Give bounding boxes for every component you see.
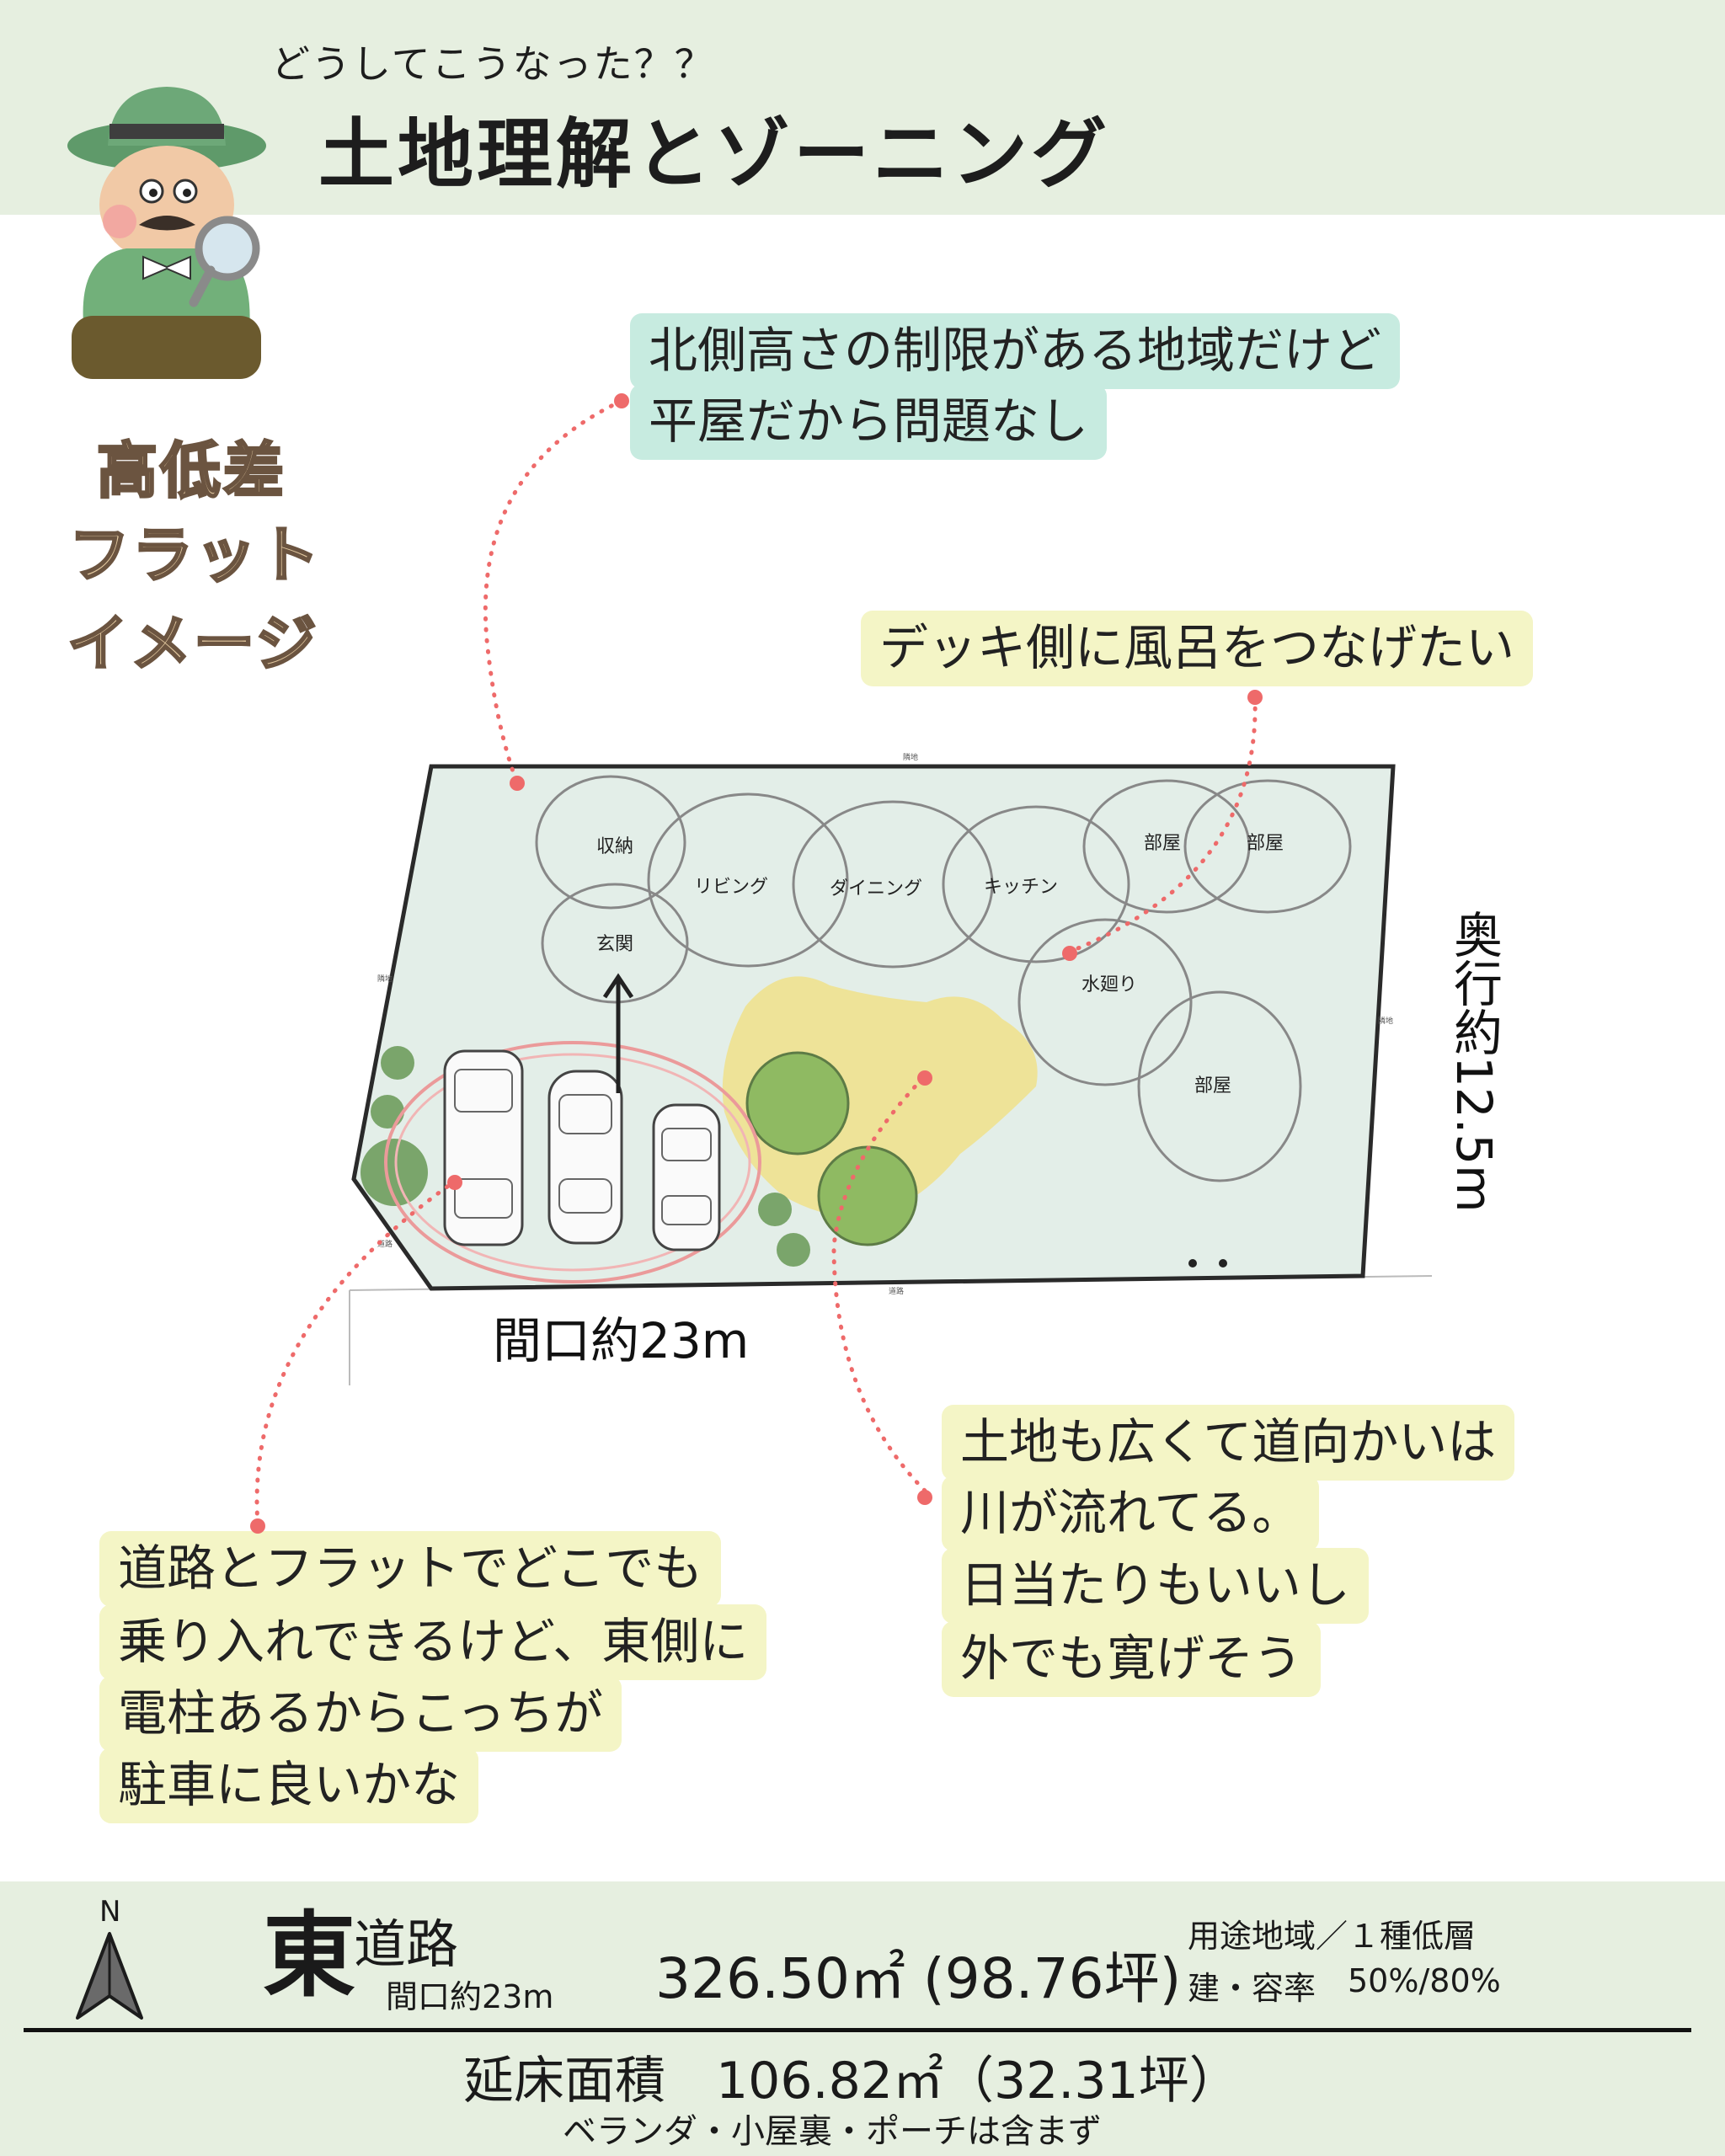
room-label-room1: 部屋 [1144, 833, 1181, 854]
detective-illustration [67, 87, 266, 379]
road-label: 道路 [354, 1913, 459, 1975]
bubble-height-limit-line-2: 平屋だから問題なし [630, 384, 1108, 460]
bubble-parking-line-4: 駐車に良いかな [99, 1748, 479, 1823]
road-frontage: 間口約23m [386, 1978, 554, 2015]
car-2 [547, 1070, 623, 1245]
leader-dot [250, 1518, 265, 1534]
leader-dot [1247, 690, 1263, 705]
side-label-image: イメージ [67, 607, 319, 680]
parking-zone-inner [394, 1053, 751, 1272]
frontage-label: 間口約23m [493, 1312, 750, 1369]
pupil-left [149, 189, 158, 197]
room-circle-room1 [1082, 779, 1251, 914]
leader-height-limit [483, 398, 624, 786]
bubble-parking-line-3: 電柱あるからこっちが [99, 1676, 622, 1752]
bubble-parking-line-2: 乗り入れできるけど、東側に [99, 1604, 767, 1680]
legs [72, 316, 261, 379]
shrub [360, 1139, 428, 1206]
room-label-room2: 部屋 [1247, 833, 1284, 854]
side-label-flat: フラット [67, 519, 323, 592]
leader-dot [917, 1070, 932, 1086]
room-circle-room2 [1183, 779, 1352, 914]
site-area: 326.50㎡ (98.76坪) [655, 1946, 1182, 2011]
coverage-label: 建・容率 [1188, 1970, 1316, 2007]
parking-zone [384, 1041, 761, 1283]
tree [817, 1145, 918, 1246]
edge-label-bottom: 道路 [889, 1286, 904, 1296]
bubble-river-line-4: 外でも寛げそう [942, 1621, 1322, 1697]
room-label-entrance: 玄関 [596, 934, 633, 955]
leader-bath-deck [1067, 695, 1258, 954]
room-circle-entrance [541, 883, 689, 1004]
depth-label: 奥行約12.5m [1445, 910, 1503, 1213]
side-label-elevation: 高低差 [95, 435, 287, 508]
pupil-right [183, 189, 191, 197]
footer-band [0, 1881, 1725, 2156]
floor-area-note: ベランダ・小屋裏・ポーチは含まず [563, 2112, 1102, 2151]
utility-pole-dot [1188, 1259, 1197, 1267]
page-title: 土地理解とゾーニング [318, 110, 1110, 199]
room-label-kitchen: キッチン [984, 877, 1058, 898]
shrub [777, 1233, 810, 1267]
magnifier-lens [195, 216, 260, 281]
bubble-bath-deck: デッキ側に風呂をつなげたい [861, 611, 1534, 686]
edge-label-top: 隣地 [903, 752, 918, 762]
coverage-value: 50%/80% [1348, 1962, 1501, 1999]
garden-area [722, 976, 1038, 1217]
car-3 [652, 1103, 721, 1251]
room-label-room3: 部屋 [1194, 1075, 1231, 1097]
room-circle-room3 [1137, 990, 1302, 1182]
bubble-parking-line-1: 道路とフラットでどこでも [99, 1531, 722, 1607]
leader-dot [614, 393, 629, 408]
leader-dot [917, 1490, 932, 1505]
road-direction: 東 [263, 1902, 355, 2009]
room-circle-living [647, 792, 849, 968]
edge-label-left: 隣地 [377, 974, 393, 984]
leader-dot [510, 776, 525, 791]
magnifier-handle [189, 265, 216, 307]
tree [745, 1051, 850, 1155]
header-kicker: どうしてこうなった？？ [271, 41, 715, 87]
floor-area: 延床面積 106.82㎡（32.31坪） [463, 2052, 1240, 2111]
info-divider [24, 2028, 1691, 2032]
room-circle-dining [792, 800, 994, 969]
room-label-storage: 収納 [596, 836, 633, 857]
mustache [139, 216, 195, 231]
shrub [381, 1046, 414, 1080]
car-1 [443, 1049, 524, 1246]
room-circle-storage [535, 775, 686, 910]
room-label-dining: ダイニング [830, 878, 922, 899]
utility-pole-dot [1219, 1259, 1227, 1267]
entrance-arrow-head [602, 973, 634, 999]
bowtie [142, 255, 191, 280]
bubble-height-limit-line-1: 北側高さの制限がある地域だけど [630, 313, 1401, 389]
bubble-river-line-3: 日当たりもいいし [942, 1548, 1369, 1624]
header-band [0, 0, 1725, 215]
cheek-left [103, 205, 136, 238]
leader-dot [447, 1175, 462, 1190]
bubble-river-line-1: 土地も広くて道向かいは [942, 1405, 1515, 1481]
shrub [758, 1193, 792, 1226]
bubble-river-line-2: 川が流れてる。 [942, 1476, 1320, 1551]
room-circle-kitchen [942, 805, 1130, 963]
edge-label-right: 隣地 [1378, 1016, 1393, 1026]
zoning: 用途地域／１種低層 [1188, 1918, 1477, 1955]
room-label-living: リビング [694, 877, 768, 898]
shrub [371, 1095, 404, 1129]
room-label-water: 水廻り [1081, 974, 1137, 995]
leader-dot [1062, 946, 1077, 961]
north-label: N [99, 1895, 121, 1929]
room-circle-water [1017, 918, 1193, 1086]
hat-band [109, 124, 224, 139]
